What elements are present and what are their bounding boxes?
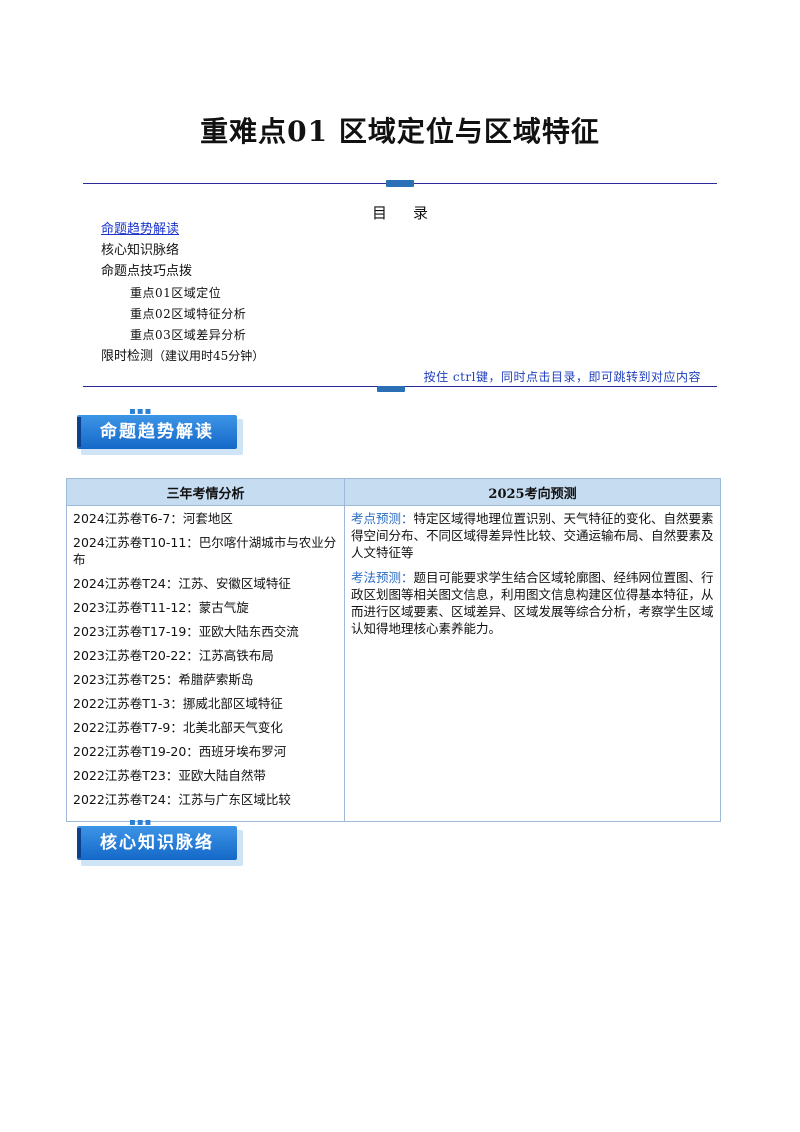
toc-hint: 按住 ctrl键，同时点击目录，即可跳转到对应内容 — [423, 370, 701, 384]
exam-item: 2022江苏卷T19-20：西班牙埃布罗河 — [73, 744, 287, 759]
toc-rule-tab — [377, 386, 405, 392]
badge-dots-decoration: ▪▪▪ — [129, 406, 153, 417]
badge-label-trend: 命题趋势解读 — [77, 415, 237, 449]
toc-item-timed-test-note: （建议用时45分钟） — [153, 349, 265, 363]
exam-item: 2024江苏卷T24：江苏、安徽区域特征 — [73, 576, 291, 591]
prediction-method: 考法预测：题目可能要求学生结合区域轮廓图、经纬网位置图、行政区划图等相关图文信息… — [351, 569, 714, 637]
toc-item-trend[interactable]: 命题趋势解读 — [101, 222, 180, 237]
prediction-method-text: 题目可能要求学生结合区域轮廓图、经纬网位置图、行政区划图等相关图文信息，利用图文… — [351, 570, 714, 636]
toc-item-timed-test-label: 限时检测 — [101, 349, 154, 364]
exam-item: 2023江苏卷T17-19：亚欧大陆东西交流 — [73, 624, 299, 639]
exam-item: 2024江苏卷T6-7：河套地区 — [73, 511, 233, 526]
exam-item: 2023江苏卷T20-22：江苏高铁布局 — [73, 648, 274, 663]
analysis-table: 三年考情分析 2025考向预测 2024江苏卷T6-7：河套地区 2024江苏卷… — [66, 478, 721, 822]
header-rule-tab — [386, 180, 414, 187]
table-header-row: 三年考情分析 2025考向预测 — [66, 478, 721, 506]
prediction-point: 考点预测：特定区域得地理位置识别、天气特征的变化、自然要素得空间分布、不同区域得… — [351, 510, 714, 561]
section-badge-trend: ▪▪▪ 命题趋势解读 — [77, 406, 245, 457]
toc-heading: 目录 — [371, 204, 454, 222]
toc-item-point-01[interactable]: 重点01区域定位 — [130, 286, 222, 300]
exam-item: 2022江苏卷T1-3：挪威北部区域特征 — [73, 696, 283, 711]
prediction-method-label: 考法预测： — [351, 570, 414, 585]
exam-item: 2022江苏卷T23：亚欧大陆自然带 — [73, 768, 266, 783]
badge-bar — [77, 828, 81, 858]
table-header-exam: 三年考情分析 — [66, 478, 345, 506]
toc-item-point-03[interactable]: 重点03区域差异分析 — [130, 328, 247, 342]
toc-item-knowledge[interactable]: 核心知识脉络 — [101, 243, 180, 258]
exam-item: 2022江苏卷T7-9：北美北部天气变化 — [73, 720, 283, 735]
prediction-cell: 考点预测：特定区域得地理位置识别、天气特征的变化、自然要素得空间分布、不同区域得… — [344, 505, 721, 822]
prediction-point-text: 特定区域得地理位置识别、天气特征的变化、自然要素得空间分布、不同区域得差异性比较… — [351, 511, 714, 560]
section-badge-knowledge: ▪▪▪ 核心知识脉络 — [77, 817, 245, 868]
prediction-point-label: 考点预测： — [351, 511, 414, 526]
toc-item-timed-test[interactable]: 限时检测（建议用时45分钟） — [101, 347, 264, 366]
exam-item: 2022江苏卷T24：江苏与广东区域比较 — [73, 792, 291, 807]
exam-item: 2024江苏卷T10-11：巴尔喀什湖城市与农业分布 — [73, 535, 337, 567]
table-row: 2024江苏卷T6-7：河套地区 2024江苏卷T10-11：巴尔喀什湖城市与农… — [66, 505, 721, 822]
toc-item-skills[interactable]: 命题点技巧点拨 — [101, 264, 193, 279]
exam-item: 2023江苏卷T25：希腊萨索斯岛 — [73, 672, 254, 687]
table-header-prediction: 2025考向预测 — [344, 478, 721, 506]
exam-item: 2023江苏卷T11-12：蒙古气旋 — [73, 600, 249, 615]
badge-label-knowledge: 核心知识脉络 — [77, 826, 237, 860]
badge-dots-decoration: ▪▪▪ — [129, 817, 153, 828]
toc-item-point-02[interactable]: 重点02区域特征分析 — [130, 307, 247, 321]
exam-list-cell: 2024江苏卷T6-7：河套地区 2024江苏卷T10-11：巴尔喀什湖城市与农… — [66, 505, 345, 822]
badge-bar — [77, 417, 81, 447]
page-title: 重难点01 区域定位与区域特征 — [200, 115, 600, 148]
